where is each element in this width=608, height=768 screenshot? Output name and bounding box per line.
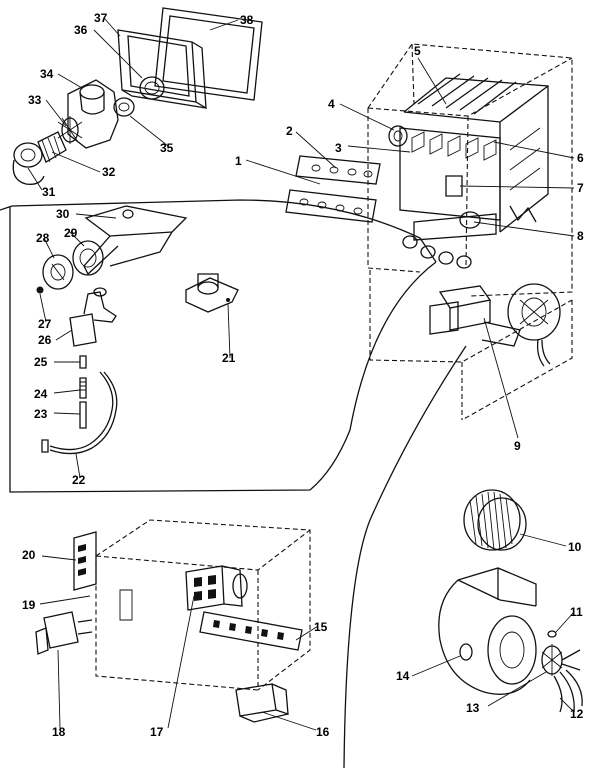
- callout-26: 26: [38, 333, 52, 347]
- motor-mount-part-31: [12, 142, 45, 185]
- terminal-board-part-15: [199, 611, 303, 651]
- callout-21: 21: [222, 351, 236, 365]
- sight-glass-part-29: [72, 240, 104, 276]
- burner-plate-part-1: [285, 189, 377, 223]
- callout-16: 16: [316, 725, 330, 739]
- leader-lines: [27, 17, 575, 731]
- callout-1: 1: [235, 154, 242, 168]
- callout-34: 34: [40, 67, 54, 81]
- manifold-part-3: [399, 127, 501, 221]
- callout-10: 10: [568, 540, 582, 554]
- callout-labels: 1 2 3 4 5 6 7 8 9 10 11 12 13 14 15 16 1…: [22, 11, 584, 739]
- callout-37: 37: [94, 11, 108, 25]
- orifice-part-24: [79, 377, 87, 399]
- collector-box-part-37: [117, 29, 207, 110]
- fitting-part-25: [79, 355, 87, 369]
- pilot-part-23: [79, 401, 87, 429]
- switch-part-18: [35, 611, 93, 655]
- screw-part-27: [36, 286, 44, 294]
- callout-9: 9: [514, 439, 521, 453]
- callout-15: 15: [314, 620, 328, 634]
- mounting-arms-part-12: [553, 669, 583, 713]
- callout-29: 29: [64, 226, 78, 240]
- furnace-cabinet: [367, 43, 573, 421]
- callout-13: 13: [466, 701, 480, 715]
- callout-36: 36: [74, 23, 88, 37]
- inducer-wheel-part-33: [57, 116, 83, 144]
- callout-25: 25: [34, 355, 48, 369]
- callout-4: 4: [328, 97, 335, 111]
- callout-2: 2: [286, 124, 293, 138]
- bracket-part-16: [235, 683, 289, 723]
- callout-19: 19: [22, 598, 36, 612]
- callout-14: 14: [396, 669, 410, 683]
- callout-20: 20: [22, 548, 36, 562]
- callout-35: 35: [160, 141, 174, 155]
- burner-plate-part-2: [295, 155, 381, 185]
- callout-17: 17: [150, 725, 164, 739]
- callout-5: 5: [414, 44, 421, 58]
- igniter-part-26: [69, 287, 117, 347]
- tubing-part-22: [41, 371, 118, 455]
- callout-18: 18: [52, 725, 66, 739]
- callout-31: 31: [42, 185, 56, 199]
- inducer-housing-part-34: [67, 79, 119, 149]
- callout-33: 33: [28, 93, 42, 107]
- callout-3: 3: [335, 141, 342, 155]
- blower-housing-part-14: [438, 567, 537, 695]
- blower-motor-part-13: [541, 644, 581, 676]
- pressure-switch-part-4: [388, 125, 408, 147]
- callout-6: 6: [577, 151, 584, 165]
- blower-assembly-in-cabinet: [507, 283, 561, 367]
- callout-22: 22: [72, 473, 86, 487]
- callout-8: 8: [577, 229, 584, 243]
- sight-cover-part-28: [42, 254, 74, 290]
- screw-part-11: [547, 630, 557, 638]
- limit-switch-part-21: [185, 273, 239, 313]
- terminal-strip-part-20: [73, 531, 97, 591]
- control-box-part-9: [429, 285, 521, 347]
- callout-28: 28: [36, 231, 50, 245]
- callout-12: 12: [570, 707, 584, 721]
- callout-23: 23: [34, 407, 48, 421]
- control-part-7: [445, 175, 463, 197]
- inducer-motor-part-32: [37, 131, 67, 163]
- relay-part-17: [185, 565, 248, 611]
- motor-plate-part-35: [113, 97, 135, 117]
- callout-7: 7: [577, 181, 584, 195]
- bracket-part-30: [83, 205, 188, 276]
- blower-callout-line: [343, 345, 467, 768]
- callout-11: 11: [570, 605, 583, 619]
- blower-wheel-part-10: [463, 489, 527, 551]
- control-panel-box: [95, 519, 311, 691]
- callout-38: 38: [240, 13, 254, 27]
- flange-part-36: [139, 76, 165, 100]
- detail-boundary-line: [0, 199, 437, 493]
- callout-32: 32: [102, 165, 116, 179]
- callout-30: 30: [56, 207, 70, 221]
- callout-27: 27: [38, 317, 52, 331]
- burner-part-8: [402, 211, 497, 269]
- callout-24: 24: [34, 387, 48, 401]
